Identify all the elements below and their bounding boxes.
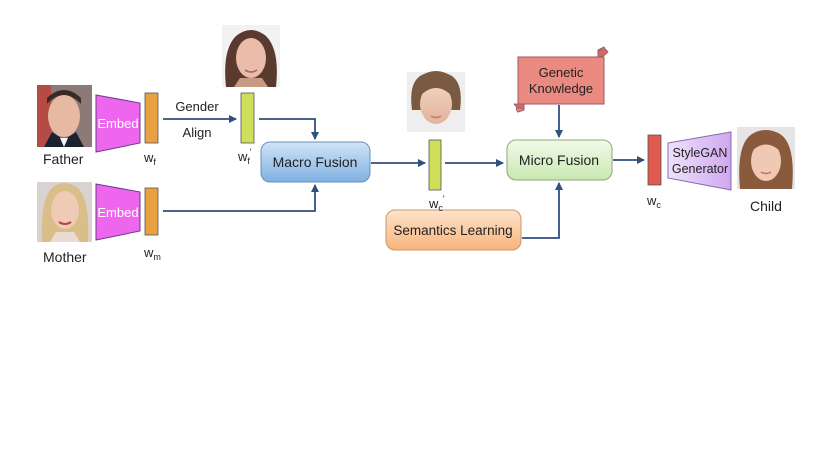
wm-label: wm — [143, 245, 161, 262]
father-photo — [37, 85, 92, 147]
embed-mother-block: Embed — [95, 183, 141, 241]
stylegan-line1: StyleGAN — [673, 146, 728, 160]
embed-mother-label: Embed — [97, 205, 138, 220]
wc-label: wc — [646, 193, 661, 210]
father-label: Father — [43, 151, 84, 167]
child-photo — [737, 127, 795, 189]
micro-fusion-label: Micro Fusion — [519, 152, 599, 168]
aligned-face-photo — [222, 25, 280, 87]
arrow-semantics-to-micro — [522, 182, 563, 239]
genetic-knowledge-line2: Knowledge — [529, 81, 593, 96]
embed-father-label: Embed — [97, 116, 138, 131]
stylegan-generator-block: StyleGAN Generator — [667, 131, 732, 191]
arrow-wf-prime-to-macro — [259, 118, 319, 140]
wf-label: wf — [143, 150, 156, 167]
wc-latent-bar — [647, 134, 662, 186]
wf-latent-bar — [144, 92, 159, 144]
micro-fusion-block: Micro Fusion — [506, 139, 613, 181]
stylegan-line2: Generator — [672, 162, 728, 176]
wf-prime-latent-bar — [240, 92, 255, 144]
child-label: Child — [750, 198, 782, 214]
macro-fusion-block: Macro Fusion — [260, 141, 371, 183]
macro-fusion-label: Macro Fusion — [273, 154, 358, 170]
wm-latent-bar — [144, 187, 159, 236]
genetic-knowledge-block: Genetic Knowledge — [513, 46, 609, 113]
gender-align-line2: Align — [183, 125, 212, 140]
wf-prime-label: wf' — [237, 147, 252, 166]
semantics-learning-label: Semantics Learning — [393, 223, 512, 238]
arrow-wm-to-macro — [163, 184, 319, 212]
child-latent-face-photo — [407, 71, 465, 132]
embed-father-block: Embed — [95, 94, 141, 153]
wc-prime-label: wc' — [428, 194, 445, 213]
wc-prime-latent-bar — [428, 139, 442, 191]
gender-align-line1: Gender — [175, 99, 219, 114]
mother-photo — [37, 182, 92, 242]
semantics-learning-block: Semantics Learning — [385, 209, 522, 251]
genetic-knowledge-line1: Genetic — [539, 65, 584, 80]
mother-label: Mother — [43, 249, 87, 265]
